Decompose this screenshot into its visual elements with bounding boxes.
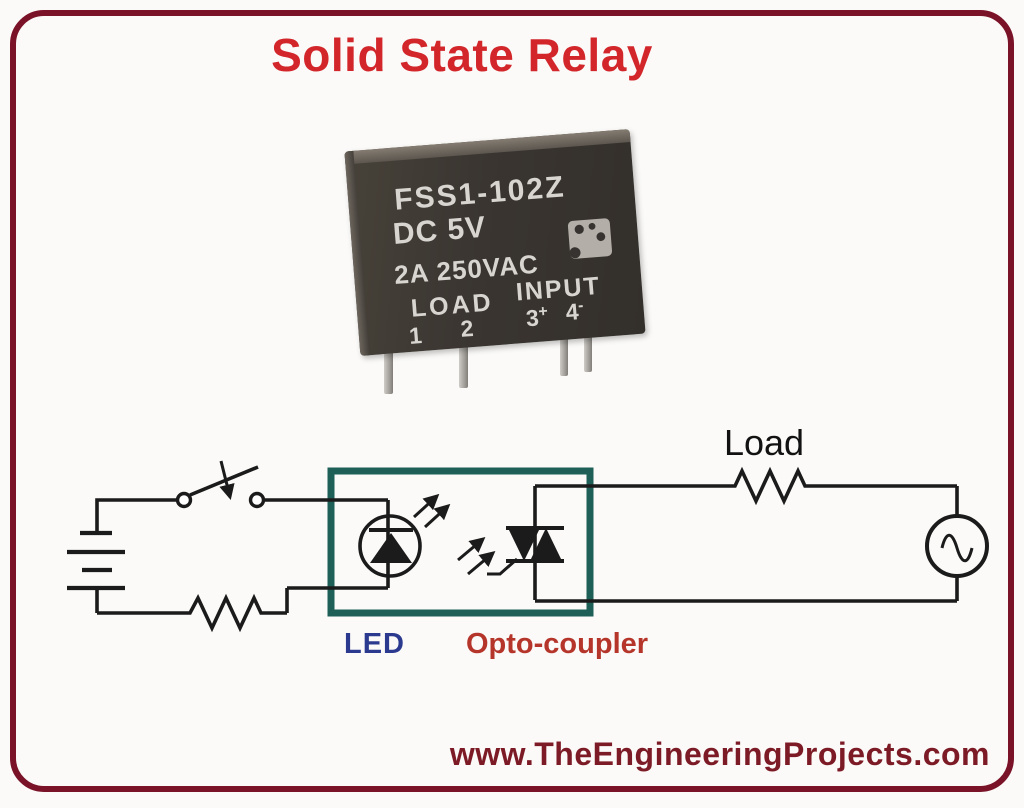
relay-pin1-label: 1 (408, 322, 423, 349)
border-frame (10, 10, 1014, 792)
relay-input-label: INPUT (514, 271, 602, 307)
page-title: Solid State Relay (271, 29, 653, 81)
relay-load-label: LOAD (409, 288, 495, 323)
relay-top-bevel (344, 129, 631, 165)
circuit-diagram (67, 460, 989, 633)
photo-triac-symbol (457, 526, 564, 576)
relay-pin-1 (384, 336, 393, 394)
push-switch-symbol (175, 460, 266, 509)
website-url: www.TheEngineeringProjects.com (449, 736, 990, 772)
ac-source-symbol (925, 514, 989, 578)
led-symbol (358, 493, 451, 578)
battery-symbol (67, 530, 125, 591)
load-label: Load (723, 422, 805, 463)
relay-photo: FSS1-102Z DC 5V 2A 250VAC LOAD INPUT 1 2… (344, 129, 646, 356)
relay-pin-4 (584, 328, 592, 372)
relay-voltage-text: DC 5V (391, 210, 488, 251)
relay-left-edge (344, 150, 370, 356)
load-resistor-symbol (727, 466, 807, 506)
relay-pin2-label: 2 (459, 314, 475, 342)
relay-pin4-label: 4- (564, 297, 585, 326)
relay-pin-2 (459, 340, 468, 388)
opto-coupler-box (327, 467, 594, 617)
relay-pin-3 (560, 330, 568, 376)
opto-coupler-label: Opto-coupler (466, 628, 649, 660)
manufacturer-logo-icon (566, 217, 613, 260)
series-resistor-symbol (97, 593, 272, 633)
led-label: LED (344, 628, 405, 660)
relay-pin3-label: 3+ (525, 303, 549, 332)
